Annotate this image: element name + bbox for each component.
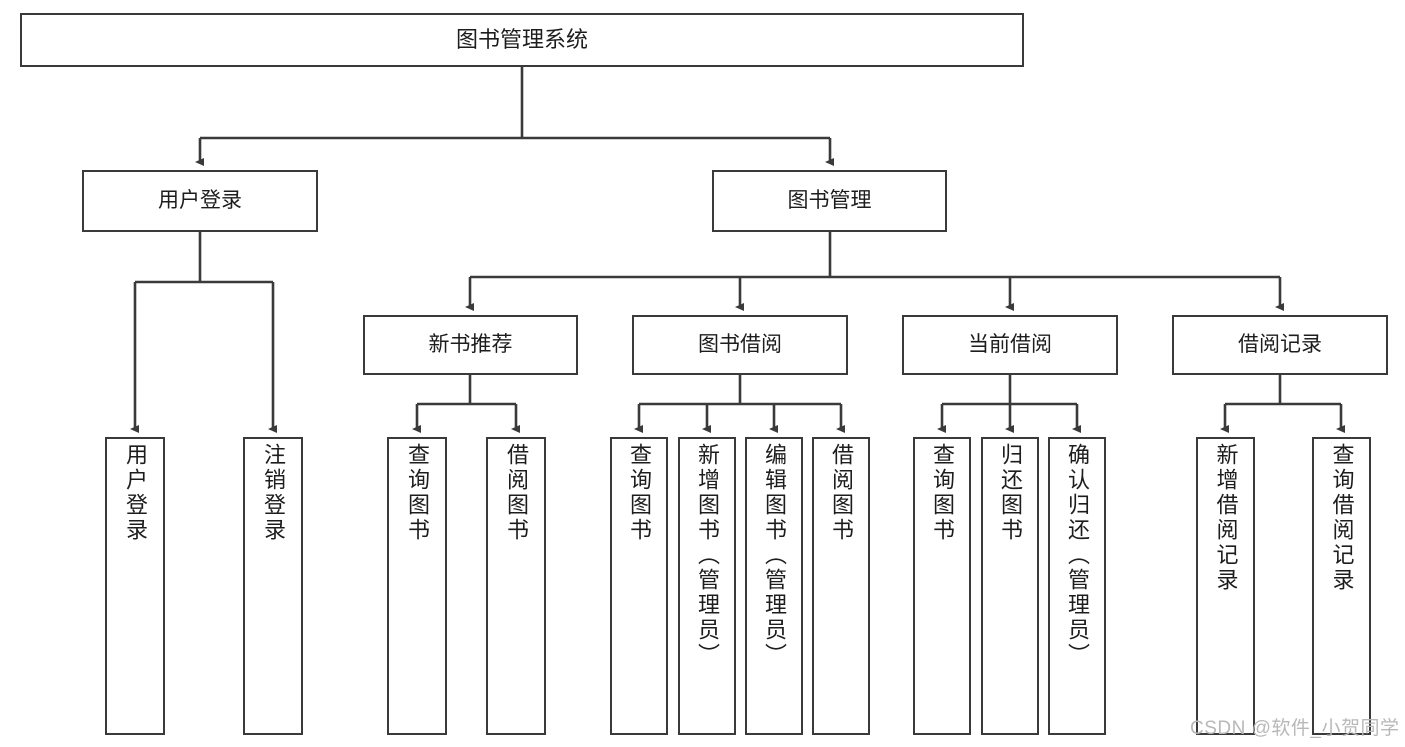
node-label: 查询图书 [930, 443, 955, 543]
node-book-borrow[interactable]: 图书借阅 [632, 315, 848, 375]
node-leaf-query-book-borrow[interactable]: 查询图书 [610, 437, 668, 735]
node-label: 借阅记录 [1238, 333, 1322, 357]
node-label: 新书推荐 [428, 333, 513, 357]
node-label: 用户登录 [158, 189, 242, 213]
node-user-login[interactable]: 用户登录 [82, 170, 318, 232]
node-leaf-edit-book[interactable]: 编辑图书（管理员） [745, 437, 803, 735]
node-label: 注销登录 [261, 443, 286, 543]
node-label: 查询图书 [405, 443, 430, 543]
node-label: 借阅图书 [829, 443, 854, 543]
node-current-borrow[interactable]: 当前借阅 [902, 315, 1118, 375]
node-label: 归还图书 [998, 443, 1023, 543]
node-leaf-query-borrow-record[interactable]: 查询借阅记录 [1312, 437, 1371, 735]
node-leaf-add-borrow-record[interactable]: 新增借阅记录 [1196, 437, 1255, 735]
node-leaf-logout-login[interactable]: 注销登录 [243, 437, 303, 735]
node-leaf-query-book-recommend[interactable]: 查询图书 [387, 437, 447, 735]
node-label: 当前借阅 [968, 333, 1052, 357]
node-new-book-recommend[interactable]: 新书推荐 [363, 315, 578, 375]
node-leaf-return-book[interactable]: 归还图书 [981, 437, 1039, 735]
node-label: 图书管理 [787, 189, 872, 213]
watermark-text: CSDN @软件_小贺同学 [1190, 718, 1400, 739]
node-leaf-user-login[interactable]: 用户登录 [105, 437, 165, 735]
node-book-management[interactable]: 图书管理 [712, 170, 947, 232]
node-label: 用户登录 [123, 443, 148, 543]
node-leaf-add-book[interactable]: 新增图书（管理员） [678, 437, 736, 735]
node-leaf-borrow-book-recommend[interactable]: 借阅图书 [486, 437, 546, 735]
node-root-system[interactable]: 图书管理系统 [20, 13, 1024, 67]
node-label: 确认归还（管理员） [1065, 443, 1090, 668]
node-label: 编辑图书（管理员） [762, 443, 787, 668]
node-leaf-query-book-current[interactable]: 查询图书 [913, 437, 971, 735]
node-label: 图书管理系统 [455, 26, 588, 52]
node-borrow-record[interactable]: 借阅记录 [1172, 315, 1388, 375]
node-label: 新增借阅记录 [1213, 443, 1239, 593]
node-label: 借阅图书 [504, 443, 529, 543]
node-label: 查询图书 [627, 443, 652, 543]
node-leaf-confirm-return[interactable]: 确认归还（管理员） [1048, 437, 1106, 735]
node-label: 图书借阅 [698, 333, 782, 357]
node-label: 新增图书（管理员） [695, 443, 720, 668]
node-label: 查询借阅记录 [1329, 443, 1355, 593]
node-leaf-borrow-book[interactable]: 借阅图书 [812, 437, 870, 735]
